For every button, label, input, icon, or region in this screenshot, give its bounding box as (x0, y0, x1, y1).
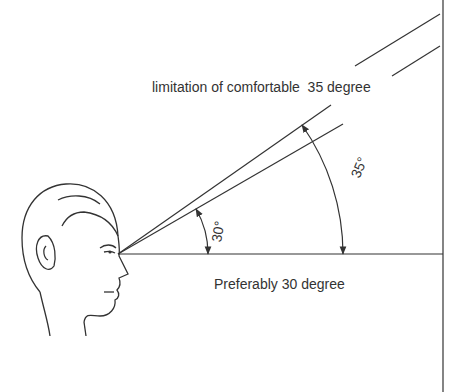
sight-line-35 (118, 105, 331, 254)
sight-line-extension (355, 14, 440, 66)
horizontal-line (118, 253, 443, 254)
head-profile (22, 184, 128, 336)
eye (108, 250, 111, 253)
angle-label: 30° (209, 218, 229, 245)
angle-arc-35 (302, 125, 343, 254)
limit-note: limitation of comfortable 35 degree (150, 80, 373, 95)
screen-line (442, 0, 443, 392)
angle-label: 35° (348, 153, 372, 182)
preferred-note: Preferably 30 degree (212, 277, 347, 292)
sight-line-30 (118, 124, 343, 254)
angle-arc-30 (196, 209, 208, 254)
sight-line-extension (392, 46, 440, 76)
